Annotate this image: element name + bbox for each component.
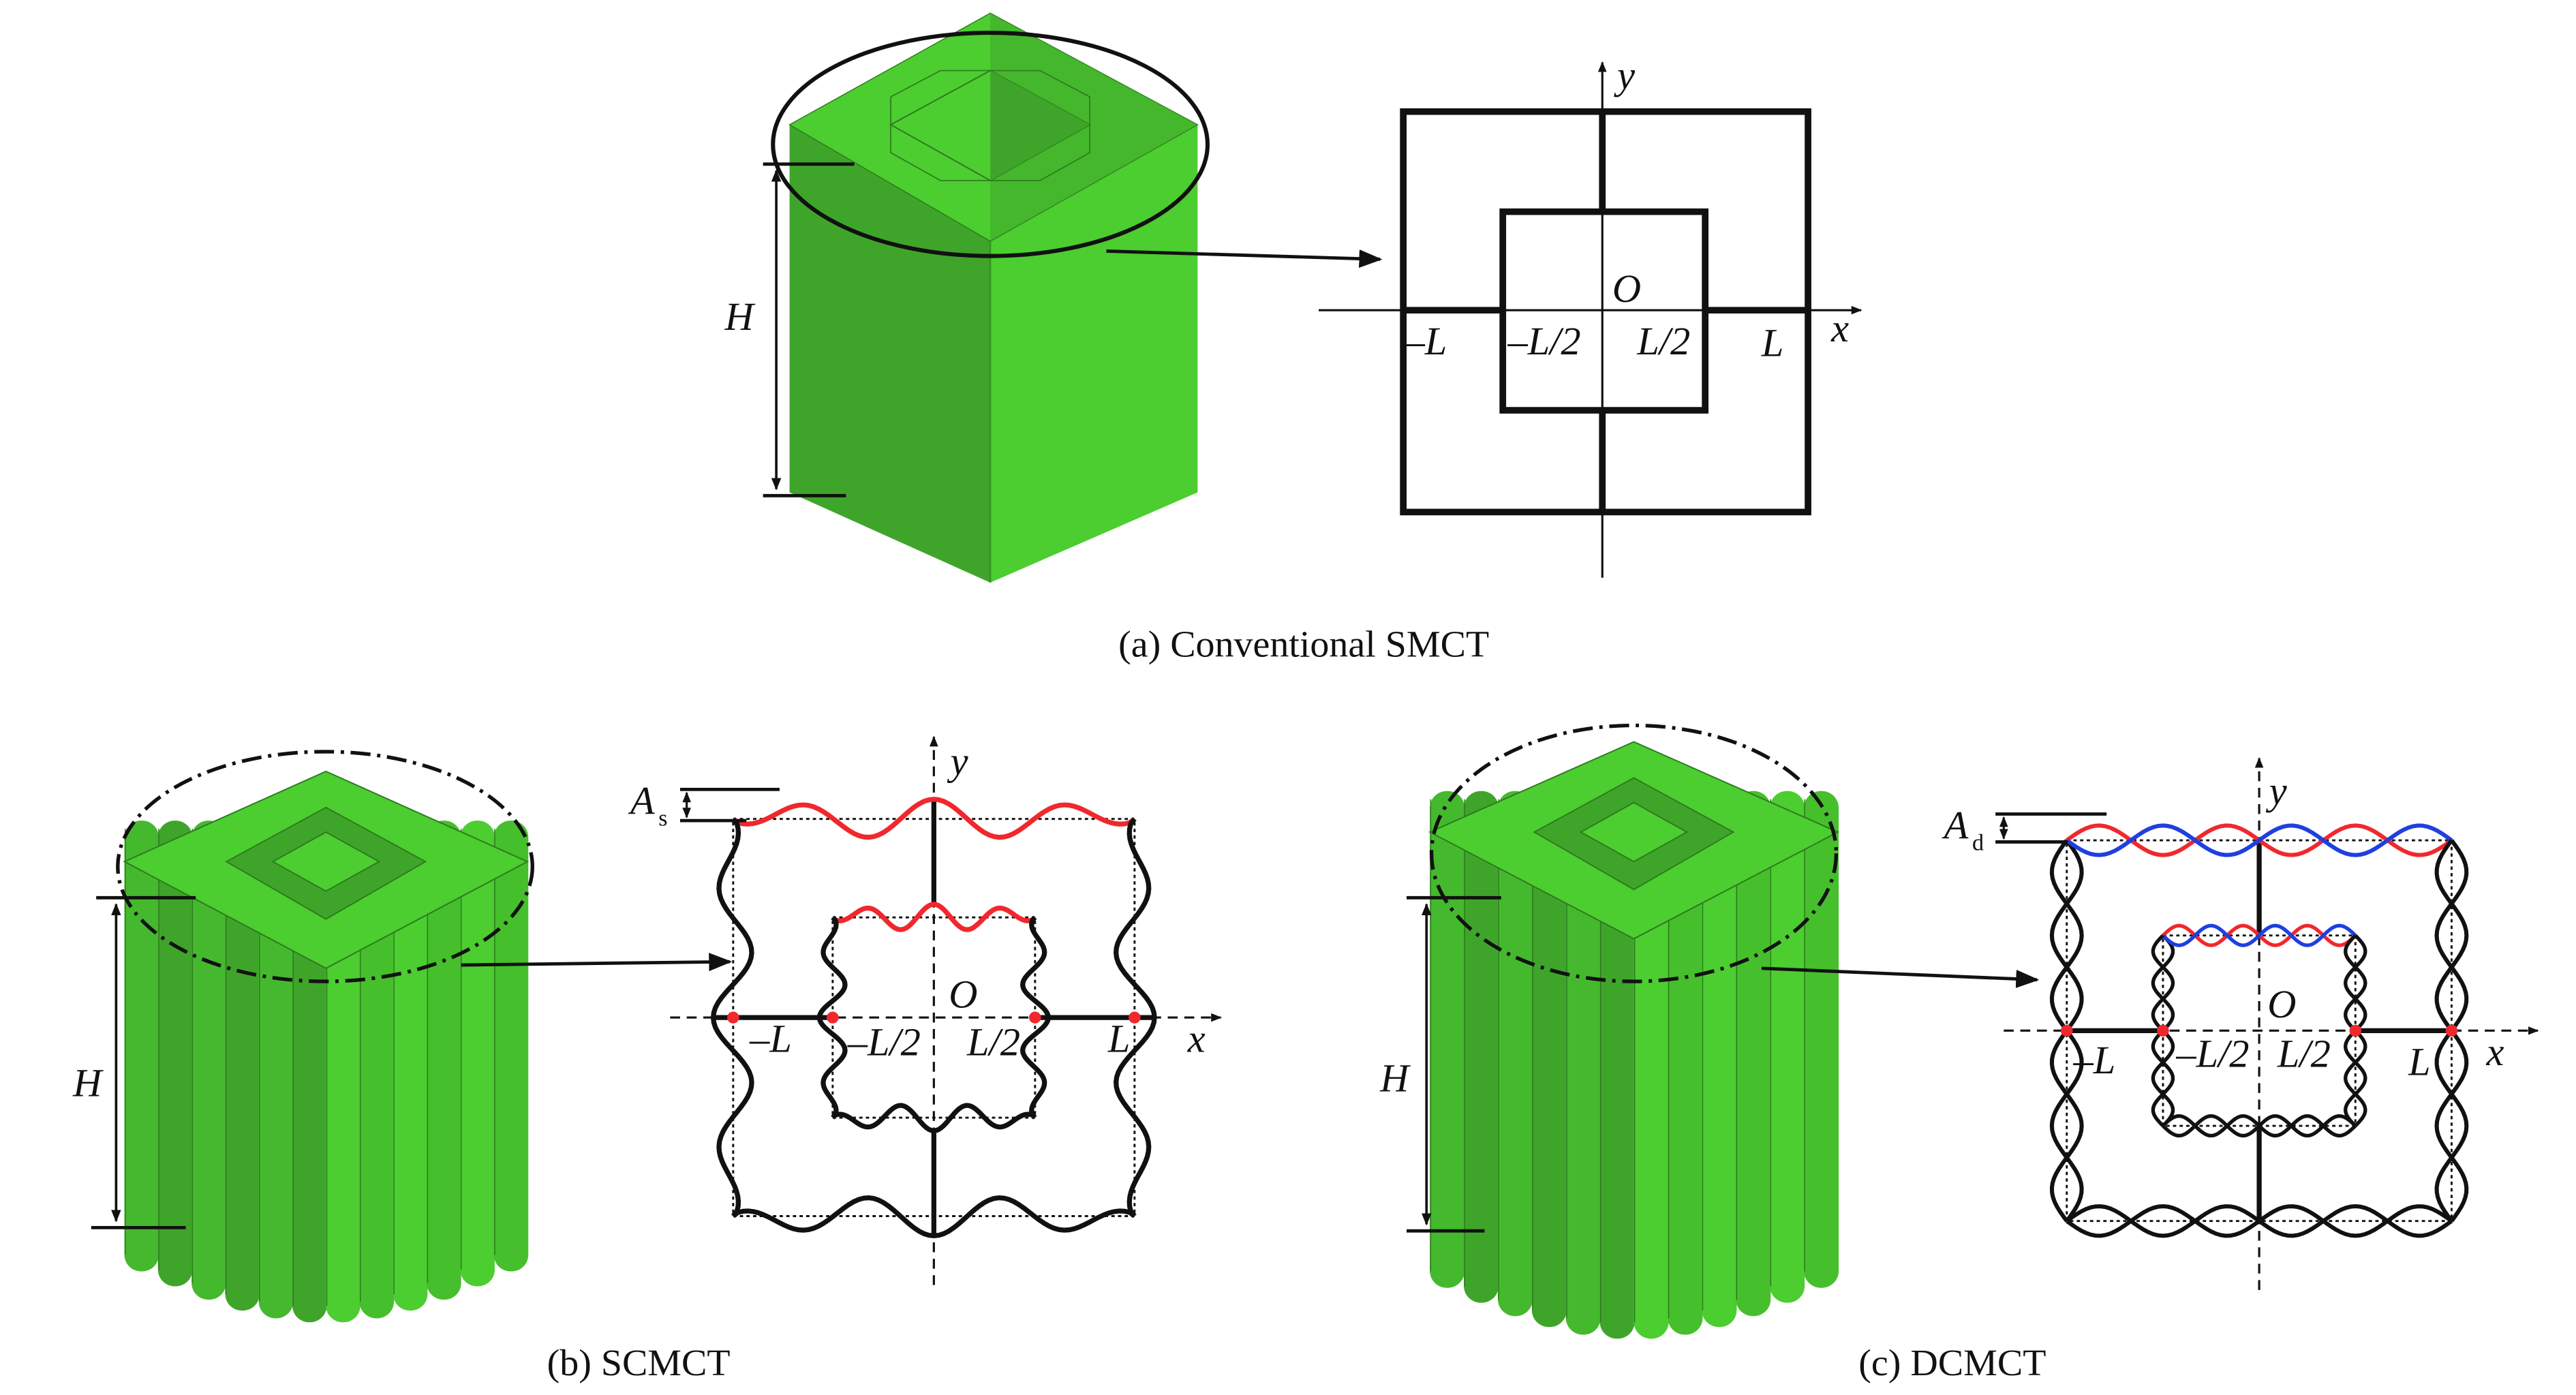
pointer-arrow: [461, 953, 733, 972]
caption-a: (a) Conventional SMCT: [1118, 624, 1489, 666]
highlight-ellipse: [771, 31, 1210, 258]
tick-half-l: L/2: [1636, 319, 1690, 363]
inner-wave-b-top: [2162, 923, 2357, 947]
scmct-3d-model: [123, 770, 530, 1323]
outer-wave-top: [731, 797, 1137, 840]
amplitude-dimension: [1995, 812, 2107, 844]
axis-y-label: y: [1614, 53, 1635, 97]
amplitude-label: A: [628, 779, 655, 823]
node-dot: [2157, 1024, 2169, 1037]
rib: [1668, 791, 1703, 1335]
axis-y-label: y: [947, 739, 968, 784]
rib: [1736, 791, 1771, 1317]
rib: [493, 821, 529, 1272]
panel-a: H y O x –L –L/2 L/2 L (a) Conventional S…: [724, 12, 1862, 666]
amplitude-subscript: d: [1972, 831, 1984, 856]
tick-l: L: [1761, 321, 1783, 365]
height-label: H: [1379, 1056, 1411, 1101]
panel-c: H A d y O x –L –L/2 L/2 L (c) DCMCT: [1379, 723, 2539, 1384]
axis-x-label: x: [2486, 1030, 2504, 1074]
tick-neg-l: –L: [2072, 1038, 2115, 1082]
dcmct-3d-model: [1428, 741, 1840, 1339]
inner-wave-bottom: [831, 1103, 1037, 1133]
height-dimension: [91, 895, 196, 1229]
node-dot: [2061, 1024, 2073, 1037]
inner-tube-top: [271, 831, 381, 892]
tick-neg-half-l: –L/2: [1507, 319, 1580, 363]
outer-wave-b-top: [2065, 823, 2453, 857]
inner-wave-top: [831, 902, 1037, 932]
rib: [427, 821, 461, 1300]
pointer-arrow: [1106, 249, 1383, 269]
inner-wave-b-bottom: [2162, 1114, 2357, 1138]
rib: [1531, 791, 1567, 1328]
rib: [393, 821, 428, 1311]
node-dot: [1129, 1011, 1141, 1024]
outer-wave-bottom: [731, 1195, 1137, 1239]
rib: [1770, 791, 1805, 1303]
smct-cross-section: [1319, 61, 1862, 578]
amplitude-dimension: [679, 787, 780, 823]
rib: [1702, 791, 1737, 1328]
height-label: H: [72, 1061, 104, 1105]
rib: [1803, 791, 1839, 1288]
dcmct-cross-section: [2004, 757, 2539, 1290]
highlight-ellipse: [1429, 723, 1839, 983]
height-label: H: [724, 294, 756, 339]
tick-l: L: [2408, 1040, 2430, 1084]
outer-wave-left: [710, 817, 754, 1218]
origin-label: O: [1612, 266, 1641, 311]
tick-neg-half-l: –L/2: [2175, 1032, 2249, 1076]
tick-half-l: L/2: [2277, 1032, 2331, 1076]
amplitude-subscript: s: [658, 806, 667, 831]
tick-half-l: L/2: [966, 1020, 1020, 1064]
outer-wave-b-bottom: [2065, 1204, 2453, 1238]
origin-label: O: [949, 972, 977, 1017]
height-dimension: [1407, 895, 1501, 1233]
node-dot: [2445, 1024, 2458, 1037]
rib: [1565, 791, 1601, 1335]
axis-x-label: x: [1187, 1017, 1206, 1061]
rib: [1497, 791, 1533, 1317]
inner-wave-right: [1019, 915, 1051, 1120]
rib: [225, 821, 260, 1311]
inner-wave-left: [816, 915, 848, 1120]
panel-b: H A s y O x –L –L/2 L/2 L (b) SCMCT: [72, 735, 1223, 1384]
outer-wave-right: [1113, 817, 1157, 1218]
node-dot: [1029, 1011, 1041, 1024]
rib: [124, 821, 159, 1272]
amplitude-label: A: [1942, 803, 1969, 848]
rib: [1464, 791, 1499, 1303]
inner-tube-top: [1579, 801, 1689, 863]
height-dimension: [763, 162, 855, 497]
scmct-cross-section: [670, 735, 1223, 1285]
node-dot: [2349, 1024, 2362, 1037]
rib: [1430, 791, 1465, 1288]
origin-label: O: [2267, 982, 2296, 1026]
caption-b: (b) SCMCT: [547, 1342, 731, 1384]
tick-neg-l: –L: [749, 1017, 792, 1061]
node-dot: [727, 1011, 739, 1024]
axis-x-label: x: [1830, 306, 1849, 350]
highlight-ellipse: [116, 750, 534, 983]
axis-y-label: y: [2266, 769, 2287, 813]
tick-neg-l: –L: [1405, 319, 1447, 363]
caption-c: (c) DCMCT: [1858, 1342, 2046, 1384]
pointer-arrow: [1761, 966, 2040, 988]
smct-3d-model: [788, 12, 1199, 583]
tick-neg-half-l: –L/2: [847, 1020, 921, 1064]
node-dot: [827, 1011, 839, 1024]
rib: [191, 821, 226, 1300]
tick-l: L: [1107, 1017, 1130, 1061]
rib: [157, 821, 193, 1287]
